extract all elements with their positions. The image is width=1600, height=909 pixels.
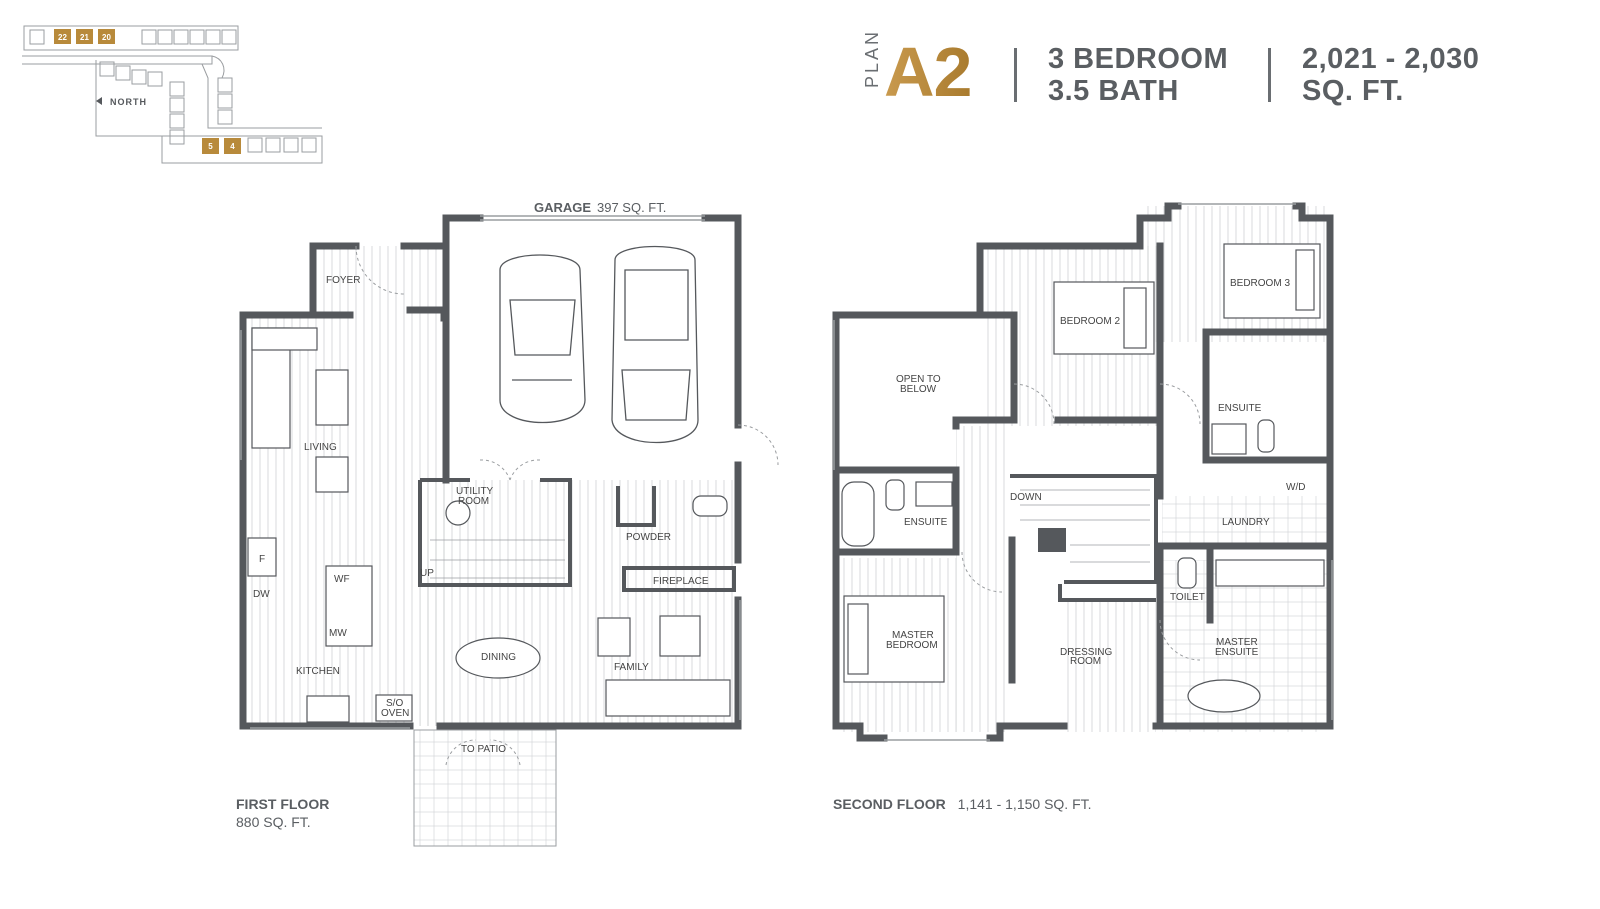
appliance-dw: DW: [253, 589, 270, 600]
room-label-patio: TO PATIO: [461, 744, 506, 755]
room-label-open-to-below: OPEN TO: [896, 374, 941, 385]
room-label-bedroom-3: BEDROOM 3: [1230, 278, 1290, 289]
unit-label: 20: [102, 33, 111, 42]
highlighted-units-top: 22 21 20: [54, 29, 115, 44]
car-icon: [611, 245, 699, 444]
room-label-family: FAMILY: [614, 662, 649, 673]
first-floor-area: 880 SQ. FT.: [236, 814, 311, 830]
unit-label: 22: [58, 33, 67, 42]
bath-count: 3.5 BATH: [1048, 75, 1179, 107]
garage-label: GARAGE: [534, 200, 591, 215]
room-label-master-ensuite: ENSUITE: [1215, 647, 1259, 658]
room-label-toilet: TOILET: [1170, 592, 1205, 603]
room-label-laundry: LAUNDRY: [1222, 517, 1270, 528]
room-label-utility: UTILITY: [456, 486, 494, 497]
floor-plans: GARAGE 397 SQ. FT. FOYER LIVING UTILITY …: [239, 200, 1334, 847]
first-floor-title: FIRST FLOOR: [236, 796, 330, 812]
second-floor-title: SECOND FLOOR: [833, 796, 946, 812]
first-floor-plan: GARAGE 397 SQ. FT. FOYER LIVING UTILITY …: [239, 200, 779, 847]
first-floor-caption: FIRST FLOOR 880 SQ. FT.: [236, 795, 329, 831]
appliance-wf: WF: [334, 574, 350, 585]
appliance-oven: S/O: [386, 698, 403, 709]
room-label-foyer: FOYER: [326, 275, 360, 286]
appliance-mw: MW: [329, 628, 347, 639]
car-icon: [499, 254, 586, 424]
second-floor-caption: SECOND FLOOR 1,141 - 1,150 SQ. FT.: [833, 795, 1092, 813]
unit-label: 4: [230, 142, 235, 151]
room-label-dressing: ROOM: [1070, 656, 1101, 667]
bedroom-count: 3 BEDROOM: [1048, 43, 1229, 75]
north-arrow-icon: [96, 97, 102, 105]
area-unit: SQ. FT.: [1302, 75, 1404, 107]
plan-word: PLAN: [862, 28, 882, 88]
unit-label: 21: [80, 33, 89, 42]
room-label-dressing: DRESSING: [1060, 647, 1112, 658]
room-label-master-ensuite: MASTER: [1216, 637, 1258, 648]
room-label-kitchen: KITCHEN: [296, 666, 340, 677]
highlighted-units-bottom: 5 4: [202, 138, 241, 154]
room-label-fireplace: FIREPLACE: [653, 576, 709, 587]
garage-area: 397 SQ. FT.: [597, 200, 666, 215]
room-label-open-to-below: BELOW: [900, 384, 937, 395]
room-label-master-bedroom: MASTER: [892, 630, 934, 641]
plan-code: A2: [884, 33, 972, 111]
header-divider: [1268, 48, 1271, 102]
north-label: NORTH: [110, 97, 147, 107]
unit-label: 5: [208, 142, 213, 151]
room-label-utility: ROOM: [458, 496, 489, 507]
appliance-wd: W/D: [1286, 482, 1305, 493]
room-label-powder: POWDER: [626, 532, 671, 543]
room-label-ensuite: ENSUITE: [904, 517, 948, 528]
room-label-dining: DINING: [481, 652, 516, 663]
room-label-bedroom-2: BEDROOM 2: [1060, 316, 1120, 327]
room-label-living: LIVING: [304, 442, 337, 453]
stair-down-label: DOWN: [1010, 492, 1042, 503]
second-floor-area: 1,141 - 1,150 SQ. FT.: [957, 796, 1092, 812]
appliance-fridge: F: [259, 554, 265, 565]
room-label-ensuite: ENSUITE: [1218, 403, 1262, 414]
appliance-oven: OVEN: [381, 708, 409, 719]
stair-up-label: UP: [420, 568, 434, 579]
header-divider: [1014, 48, 1017, 102]
plan-header: PLAN A2 3 BEDROOM 3.5 BATH 2,021 - 2,030…: [0, 0, 1600, 130]
second-floor-plan: OPEN TO BELOW BEDROOM 2 BEDROOM 3 ENSUIT…: [832, 202, 1334, 742]
room-label-master-bedroom: BEDROOM: [886, 640, 938, 651]
area-range: 2,021 - 2,030: [1302, 43, 1480, 75]
site-key-map: 22 21 20 5 4 NORTH: [22, 25, 323, 164]
